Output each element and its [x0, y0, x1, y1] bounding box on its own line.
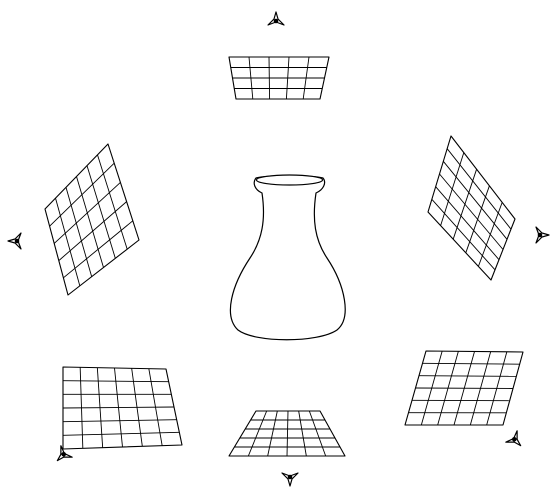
grid-panel-top — [228, 56, 330, 100]
grid-panel-upper-left — [44, 143, 140, 296]
camera-icon-top — [267, 11, 285, 26]
grid-row-line — [62, 406, 175, 409]
grid-row-line — [62, 380, 169, 383]
grid-panel-lower-right — [404, 350, 524, 426]
grid-row-line — [446, 148, 512, 230]
grid-column-line — [298, 410, 307, 457]
grid-row-line — [62, 419, 177, 423]
grid-panels — [44, 56, 524, 457]
camera-lens — [273, 18, 279, 24]
grid-row-line — [62, 431, 180, 436]
vase-object — [229, 175, 346, 341]
camera-icon-upper-left — [7, 232, 22, 250]
vase-rim — [255, 174, 324, 186]
grid-panel-bottom — [228, 410, 346, 457]
camera-icon-bottom — [281, 472, 299, 487]
grid-column-line — [247, 410, 268, 457]
grid-column-line — [308, 410, 327, 457]
grid-row-line — [435, 186, 500, 260]
grid-row-line — [431, 199, 496, 271]
grid-row-line — [65, 187, 93, 277]
camera-icon-lower-right — [505, 430, 522, 447]
grid-row-line — [442, 161, 508, 240]
camera-body — [505, 430, 522, 447]
camera-lens — [537, 232, 543, 238]
grid-column-line — [267, 410, 278, 457]
camera-icons — [7, 11, 550, 487]
grid-row-line — [418, 375, 517, 377]
grid-row-line — [76, 176, 104, 268]
grid-outline — [427, 135, 516, 281]
camera-lens — [14, 238, 20, 244]
grid-row-line — [439, 173, 504, 250]
camera-lens — [61, 451, 67, 457]
grid-row-line — [415, 387, 514, 389]
grid-row-line — [86, 165, 116, 259]
grid-column-line — [286, 410, 289, 457]
grid-outline — [44, 143, 140, 296]
grid-row-line — [422, 362, 520, 365]
grid-row-line — [97, 154, 128, 250]
camera-lens — [287, 474, 293, 480]
camera-icon-upper-right — [535, 226, 550, 244]
camera-lens — [511, 436, 517, 442]
grid-panel-upper-right — [427, 135, 516, 281]
camera-icon-lower-left — [56, 445, 73, 462]
grid-panel-lower-left — [62, 366, 183, 450]
grid-row-line — [55, 198, 81, 286]
